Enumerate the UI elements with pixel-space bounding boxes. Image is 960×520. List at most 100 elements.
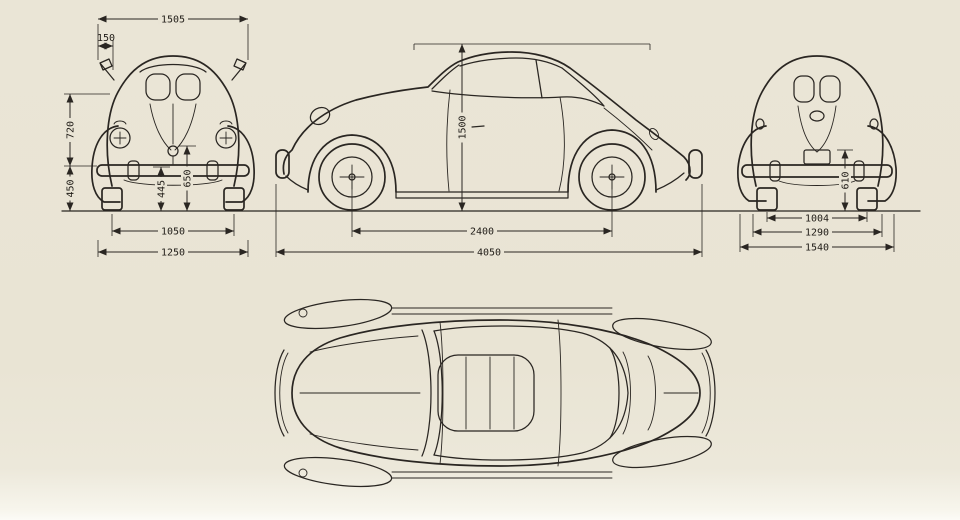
front-turn-signal-right <box>219 120 233 125</box>
front-bumper-overrider-left <box>127 160 140 181</box>
top-rear-bumper-outer <box>705 349 716 437</box>
dim-side-wheelbase: 2400 <box>351 180 613 238</box>
side-front-fender-to-nose <box>285 175 309 191</box>
front-turn-signal-left <box>113 120 127 125</box>
dim-label-rear-overall-width: 1540 <box>805 243 829 254</box>
side-door-front-edge <box>446 89 451 192</box>
rear-window-left-pane <box>793 75 815 103</box>
top-front-fender-left <box>283 298 393 330</box>
side-rear-fender-to-tail <box>655 172 685 191</box>
dim-side-length: 4050 <box>275 184 703 259</box>
top-running-board-left <box>391 307 613 315</box>
front-bumper <box>96 164 250 177</box>
side-quarter-window-edge <box>561 67 605 107</box>
dim-label-rear-track: 1004 <box>805 214 829 225</box>
dim-rear-track: 1004 <box>766 212 868 225</box>
rear-lid-seam-left <box>797 105 818 153</box>
dim-label-side-wheelbase: 2400 <box>470 227 494 238</box>
rear-bumper-overrider-left <box>769 160 781 182</box>
front-view: 1505 150 720 450 445 6 <box>64 13 255 259</box>
side-taillight <box>648 127 660 141</box>
front-apron <box>123 179 223 186</box>
front-windshield-right-pane <box>175 73 201 101</box>
dim-label-front-lower-height: 450 <box>66 179 77 197</box>
dim-label-side-height: 1500 <box>458 115 469 139</box>
dim-front-semaphore: 150 <box>97 33 115 70</box>
side-rear-fender <box>567 129 657 193</box>
dim-label-front-bumper-height: 445 <box>157 180 168 198</box>
dim-label-side-length: 4050 <box>477 248 501 259</box>
top-rear-fender-right <box>612 435 712 469</box>
front-roof-seam <box>139 63 207 73</box>
top-running-board-right <box>391 471 613 479</box>
dim-side-height: 1500 <box>413 43 651 211</box>
top-front-bumper-inner <box>279 352 289 434</box>
top-headlight-right <box>298 468 308 478</box>
top-roof-outline <box>433 325 629 461</box>
dim-rear-lamp-height: 610 <box>837 149 853 211</box>
dim-label-front-semaphore: 150 <box>97 33 115 44</box>
dim-label-rear-lamp-height: 610 <box>841 171 852 189</box>
top-hood-seam-right <box>309 433 419 451</box>
top-hood-seam-left <box>309 335 419 353</box>
dim-label-front-headlight-height: 650 <box>183 169 194 187</box>
front-headlight-left <box>109 127 131 149</box>
rear-view: 610 1004 1290 1540 <box>737 55 897 254</box>
front-fender-left <box>91 125 121 203</box>
front-headlight-right <box>215 127 237 149</box>
rear-taillight-left <box>755 118 765 130</box>
front-semaphore-left <box>99 58 115 81</box>
side-headlight <box>309 106 331 126</box>
front-body-outline <box>106 55 240 187</box>
top-rear-window-rear-edge <box>622 351 631 435</box>
front-wheel-right <box>223 187 245 211</box>
dim-front-width: 1250 <box>97 240 249 259</box>
side-roof-inner-line <box>459 57 563 69</box>
front-bumper-overrider-right <box>206 160 219 181</box>
top-rear-window-front-edge <box>609 347 620 439</box>
rear-window-right-pane <box>819 75 841 103</box>
top-door-seam-rear <box>557 319 562 467</box>
dim-label-front-track: 1050 <box>161 227 185 238</box>
rear-body-outline <box>750 55 884 187</box>
front-hood-emblem <box>167 145 179 157</box>
dim-front-headlight-height: 650 <box>179 145 196 211</box>
dim-front-upper-height: 720 <box>64 93 110 167</box>
side-beltline <box>431 90 605 107</box>
rear-lid-seam-right <box>816 105 837 153</box>
rear-bumper-overrider-right <box>853 160 865 182</box>
top-door-seam-front <box>439 321 444 465</box>
top-body-outline <box>291 319 701 467</box>
rear-plate-light-pod <box>809 110 825 122</box>
front-wheel-left <box>101 187 123 211</box>
side-door-rear-edge <box>558 96 565 192</box>
front-hood-seam-right <box>174 103 197 151</box>
top-windshield-front-edge <box>421 329 432 457</box>
side-front-bumper <box>275 149 290 179</box>
side-engine-lid-seam <box>603 107 653 151</box>
side-running-board <box>395 191 569 199</box>
side-body-outline <box>282 51 691 181</box>
dim-front-top-width: 1505 <box>97 13 249 60</box>
rear-fender-left <box>737 125 767 202</box>
dim-label-front-top-width: 1505 <box>161 15 185 26</box>
top-front-fender-right <box>283 456 393 488</box>
rear-bumper <box>741 164 893 178</box>
top-sunroof-opening <box>437 354 535 432</box>
front-fender-right <box>225 125 255 203</box>
rear-wheel-left <box>756 187 778 211</box>
side-door-handle <box>471 125 485 128</box>
rear-fender-right <box>867 125 897 202</box>
dim-label-front-upper-height: 720 <box>66 121 77 139</box>
top-plan-view <box>274 298 716 488</box>
front-hood-seam-left <box>149 103 172 151</box>
dim-front-lower-height: 450 <box>64 166 77 211</box>
top-headlight-left <box>298 308 308 318</box>
front-windshield-left-pane <box>145 73 171 101</box>
top-rear-bumper-inner <box>701 352 711 434</box>
dim-rear-body-width: 1290 <box>752 214 883 239</box>
side-window-divider <box>535 59 543 99</box>
top-rear-fender-left <box>612 317 712 351</box>
